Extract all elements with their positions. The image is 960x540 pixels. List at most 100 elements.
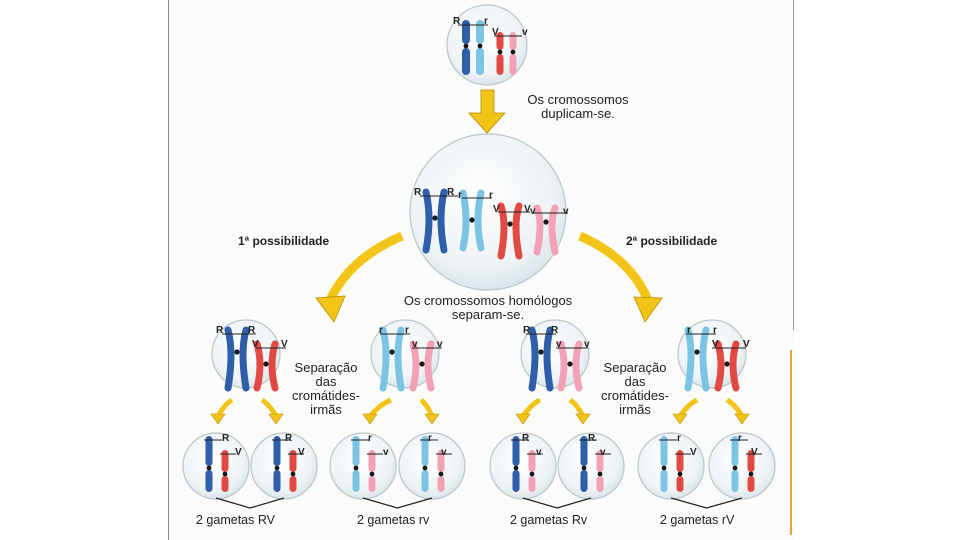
centromere	[538, 349, 544, 355]
allele-tag: R	[588, 433, 596, 444]
chromatid-arm	[676, 476, 684, 492]
gamete-label-2: 2 gametas rv	[357, 513, 430, 527]
chromatid-arm	[205, 470, 213, 492]
centromere	[661, 465, 667, 471]
chromatid-arm	[462, 48, 470, 75]
centromere	[677, 471, 683, 477]
centromere	[463, 43, 469, 49]
small-arrow	[215, 397, 234, 418]
sister-chromatid	[437, 188, 448, 254]
allele-tag: r	[489, 190, 493, 201]
allele-tag: V	[235, 447, 242, 458]
chromosome	[437, 450, 445, 492]
cell	[520, 319, 590, 389]
cell	[409, 133, 567, 291]
chromosome	[352, 436, 360, 492]
chromosome	[660, 436, 668, 492]
duplicate-label-line2: duplicam-se.	[541, 106, 615, 121]
gamete-label-4: 2 gametas rV	[660, 513, 735, 527]
chromosome	[289, 450, 297, 492]
chromosome	[409, 340, 435, 392]
sister-chromatid	[512, 202, 523, 260]
chromosome	[747, 450, 755, 492]
chromosome	[421, 436, 429, 492]
chromatid-arm	[437, 476, 445, 492]
sister-chromatid	[268, 340, 279, 392]
allele-tag: V	[298, 447, 305, 458]
chromosome	[221, 450, 229, 492]
chromatid-arm	[352, 470, 360, 492]
allele-tag: R	[248, 325, 256, 336]
sister-chromatid	[729, 340, 740, 392]
sister-chromatid	[533, 204, 544, 256]
chromatid-arm	[496, 54, 504, 75]
cell	[637, 432, 705, 500]
cell	[182, 432, 250, 500]
centromere	[543, 219, 549, 225]
chromatid-arm	[580, 470, 588, 492]
cell	[398, 432, 466, 500]
allele-tag: r	[368, 433, 372, 444]
sister-chromatid	[422, 188, 433, 254]
chromatid-arm	[731, 470, 739, 492]
chromatid-arm	[660, 436, 668, 466]
chromatid-arm	[289, 476, 297, 492]
allele-tag: v	[530, 206, 536, 217]
chromosome	[580, 436, 588, 492]
gamete-bracket	[670, 497, 743, 509]
cell	[329, 432, 397, 500]
allele-tag: r	[405, 325, 409, 336]
arrow-right-head	[633, 296, 663, 323]
chromatid-arm	[205, 436, 213, 466]
small-arrow	[260, 397, 279, 418]
allele-tag: V	[712, 339, 719, 350]
allele-tag: r	[687, 325, 691, 336]
centromere	[263, 361, 269, 367]
cell	[489, 432, 557, 500]
centromere	[597, 471, 603, 477]
allele-tag: v	[556, 339, 562, 350]
sister-chromatid	[557, 340, 568, 392]
cell	[557, 432, 625, 500]
allele-tag: R	[551, 325, 559, 336]
chromatid-arm	[221, 476, 229, 492]
gamete-bracket	[362, 497, 433, 509]
centromere	[724, 361, 730, 367]
allele-tag: v	[584, 339, 590, 350]
sister-chromatid	[548, 204, 559, 256]
chromatid-arm	[421, 436, 429, 466]
chromosome	[368, 450, 376, 492]
centromere	[369, 471, 375, 477]
chromosome	[253, 340, 279, 392]
small-arrow-head	[362, 413, 378, 425]
small-arrow-head	[575, 413, 591, 425]
centromere	[234, 349, 240, 355]
centromere	[507, 221, 513, 227]
chromosome	[476, 20, 484, 75]
gamete-bracket	[215, 497, 285, 509]
chromosome	[533, 204, 559, 256]
centromere	[419, 361, 425, 367]
homologous-label: Os cromossomos homólogos separam-se.	[372, 294, 604, 322]
chromosome	[273, 436, 281, 492]
centromere	[206, 465, 212, 471]
allele-tag: v	[383, 447, 389, 458]
chromosome	[462, 20, 470, 75]
arrow	[468, 89, 506, 134]
small-arrow	[725, 397, 745, 418]
sister-chromatid	[699, 326, 710, 392]
allele-tag: R	[447, 187, 455, 198]
separation-label-left: Separação das cromátides- irmãs	[286, 361, 366, 417]
duplicate-label: Os cromossomos duplicam-se.	[508, 93, 648, 121]
chromatid-arm	[747, 450, 755, 472]
centromere	[567, 361, 573, 367]
right-border	[793, 0, 794, 330]
chromatid-arm	[352, 436, 360, 466]
allele-tag: r	[379, 325, 383, 336]
small-arrow-head	[515, 413, 531, 425]
sister-chromatid	[572, 340, 583, 392]
small-arrow-head	[268, 413, 284, 425]
sister-chromatid	[224, 326, 235, 392]
allele-tag: R	[414, 187, 422, 198]
separation-left-line3: cromátides-	[292, 388, 360, 403]
